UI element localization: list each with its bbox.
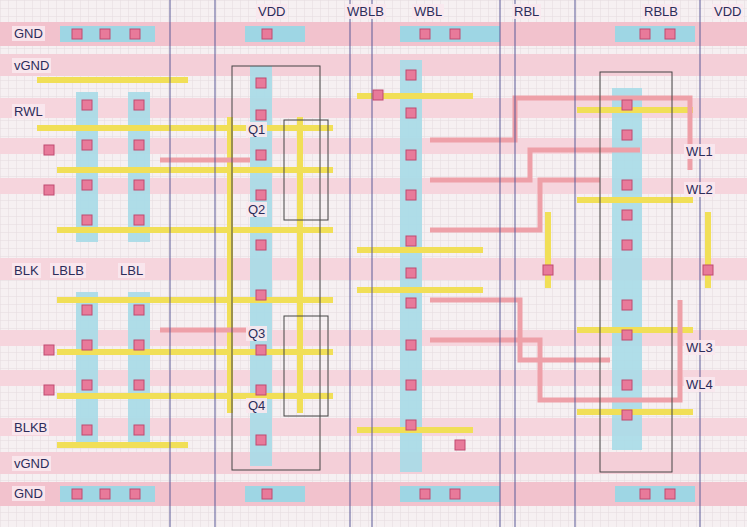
signal-label: Q4 bbox=[246, 398, 267, 413]
signal-label: WBL bbox=[412, 4, 444, 19]
signal-label: RWL bbox=[12, 104, 45, 119]
signal-label: WL3 bbox=[684, 340, 715, 355]
signal-label: Q3 bbox=[246, 326, 267, 341]
signal-label: WL2 bbox=[684, 182, 715, 197]
signal-label: BLK bbox=[12, 263, 41, 278]
signal-label: GND bbox=[12, 26, 45, 41]
signal-label: LBLB bbox=[50, 263, 86, 278]
signal-label: GND bbox=[12, 486, 45, 501]
signal-label: RBL bbox=[512, 4, 541, 19]
signal-label: BLKB bbox=[12, 420, 49, 435]
signal-label: VDD bbox=[256, 4, 287, 19]
signal-label: LBL bbox=[118, 263, 145, 278]
signal-label: Q2 bbox=[246, 202, 267, 217]
signal-label: Q1 bbox=[246, 122, 267, 137]
signal-label: WBLB bbox=[345, 4, 386, 19]
signal-label: vGND bbox=[12, 456, 51, 471]
signal-label: vGND bbox=[12, 58, 51, 73]
signal-label: VDD bbox=[712, 4, 743, 19]
signal-label: WL4 bbox=[684, 377, 715, 392]
signal-label: RBLB bbox=[642, 4, 680, 19]
signal-label: WL1 bbox=[684, 144, 715, 159]
